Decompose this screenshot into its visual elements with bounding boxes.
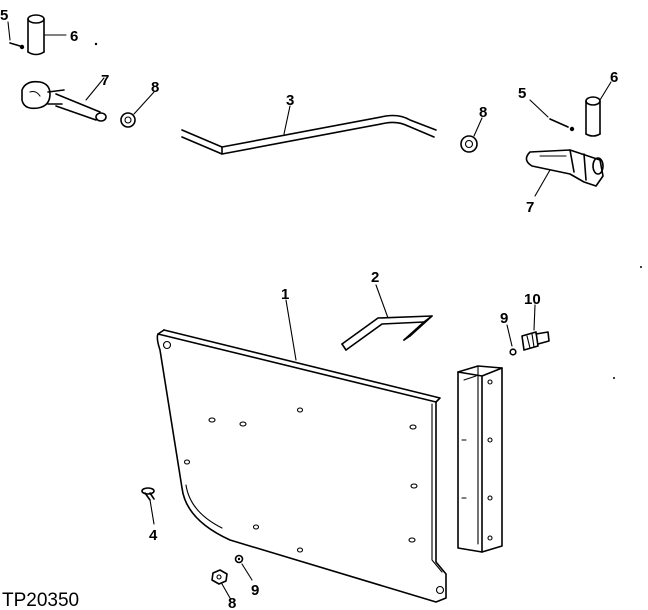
callout-7-right: 7 (526, 199, 534, 216)
leader-9-right (506, 324, 513, 347)
callout-1: 1 (281, 286, 289, 303)
bushing-part-8-mid (460, 135, 478, 153)
stray-dot (613, 377, 615, 379)
leader-1 (285, 299, 297, 361)
pin-part-6-left (27, 14, 45, 56)
bushing-part-8-left (120, 112, 136, 128)
figure-id: TP20350 (2, 590, 79, 610)
callout-2: 2 (371, 269, 379, 286)
callout-9-bottom: 9 (251, 582, 259, 599)
washer-part-9-bottom (234, 554, 244, 564)
callout-9-right: 9 (500, 310, 508, 327)
callout-6-right: 6 (610, 69, 618, 86)
washer-part-5-left (9, 42, 25, 50)
callout-7-left: 7 (101, 72, 109, 89)
callout-8-mid: 8 (479, 104, 487, 121)
pin-part-6-right (585, 96, 601, 137)
leader-9-bottom (241, 563, 253, 581)
bolt-part-10 (521, 331, 550, 351)
callout-10: 10 (524, 291, 541, 308)
screw-part-4 (141, 487, 155, 501)
callout-6-left: 6 (70, 28, 78, 45)
callout-8-left: 8 (151, 79, 159, 96)
leader-7-right (534, 169, 551, 197)
leader-5-left (7, 21, 11, 41)
callout-8-bottom: 8 (228, 595, 236, 610)
leader-4 (149, 499, 155, 525)
leader-8-mid (473, 117, 483, 137)
clevis-part-7-left (21, 80, 107, 122)
leader-10 (533, 304, 536, 331)
leader-8-left (133, 91, 155, 115)
rod-part-3 (181, 114, 437, 155)
leader-6-right (599, 81, 612, 101)
washer-part-5-right (549, 118, 575, 132)
leader-7-left (85, 77, 105, 101)
leader-5-right (529, 99, 549, 118)
handle-part-2 (341, 315, 433, 351)
panel-part-1 (156, 329, 447, 603)
stray-dot (94, 42, 98, 46)
callout-5-right: 5 (518, 85, 526, 102)
nut-part-8-bottom (211, 569, 228, 585)
callout-4: 4 (149, 527, 158, 544)
leader-2 (375, 284, 389, 319)
leader-8-bottom (221, 583, 231, 599)
stray-dot (640, 266, 642, 268)
leader-3 (283, 105, 291, 135)
channel-strip (457, 365, 503, 553)
clevis-part-7-right (525, 149, 604, 187)
washer-part-9-right (509, 348, 517, 356)
callout-3: 3 (286, 92, 294, 109)
callout-5-left: 5 (0, 7, 8, 24)
